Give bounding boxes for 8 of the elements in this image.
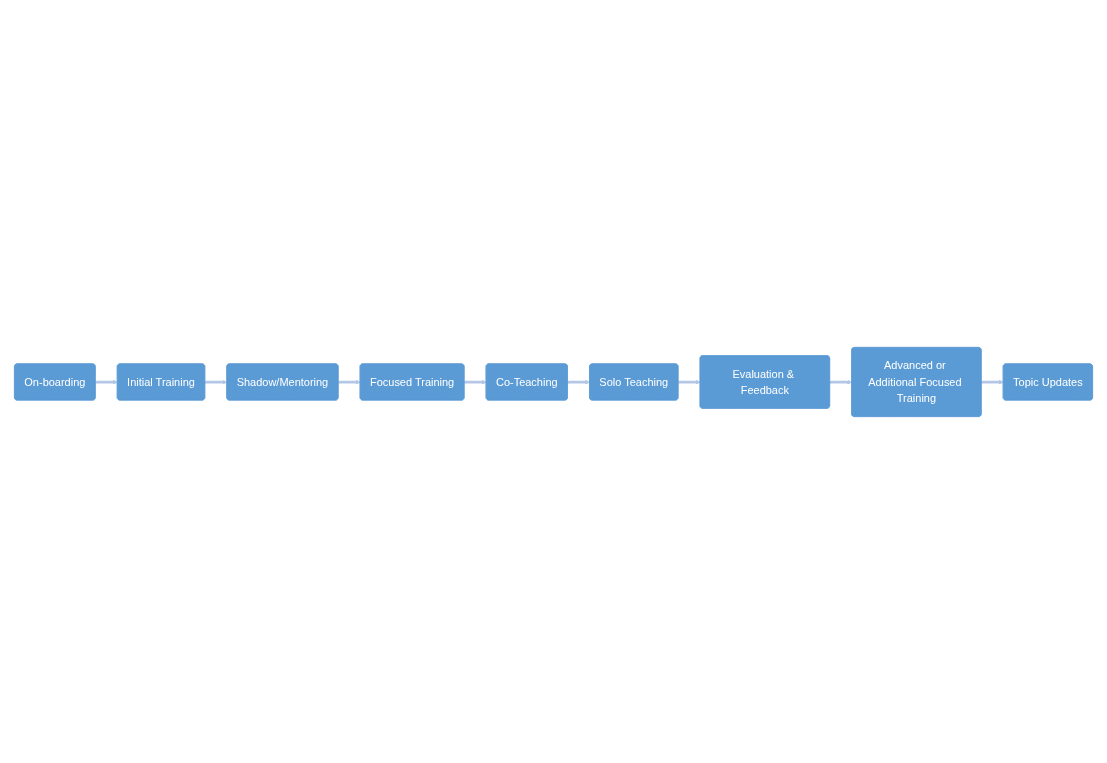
arrow: [338, 379, 361, 385]
arrow: [829, 379, 853, 385]
arrow: [981, 379, 1004, 385]
arrow: [95, 379, 118, 385]
arrow: [464, 379, 487, 385]
arrow: [205, 379, 228, 385]
arrow: [567, 379, 590, 385]
arrow: [678, 379, 701, 385]
